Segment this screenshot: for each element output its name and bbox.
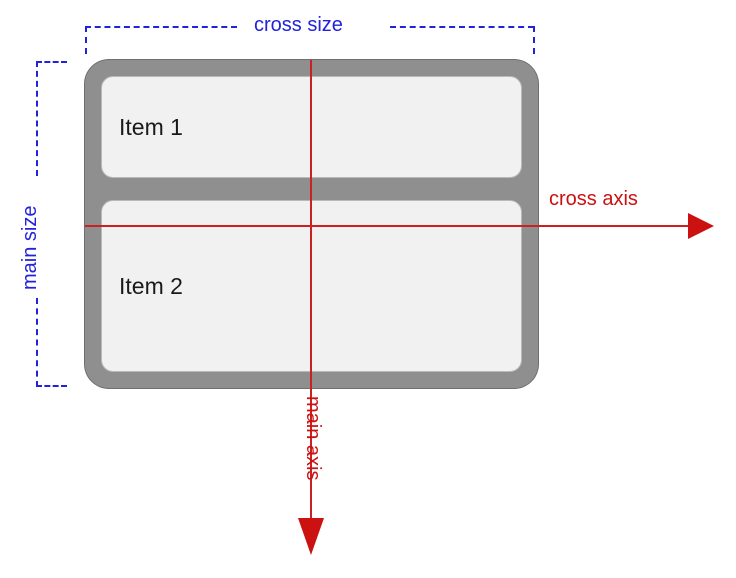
cross-size-bracket-right-tick [533, 26, 535, 54]
main-size-bracket-lower-segment [36, 298, 38, 387]
main-size-bracket-bottom-tick [36, 385, 67, 387]
cross-axis-line [85, 225, 691, 227]
cross-axis-arrow-icon [688, 213, 714, 239]
cross-size-bracket-left-tick [85, 26, 87, 54]
main-size-bracket-upper-segment [36, 61, 38, 176]
cross-size-bracket-right-segment [390, 26, 534, 28]
cross-size-label: cross size [254, 14, 343, 36]
main-size-bracket-top-tick [36, 61, 67, 63]
flex-item-1-label: Item 1 [119, 113, 183, 140]
main-axis-label: main axis [302, 396, 324, 481]
cross-size-bracket-left-segment [85, 26, 237, 28]
cross-axis-label: cross axis [549, 188, 638, 210]
main-axis-line [310, 60, 312, 520]
main-axis-arrow-icon [298, 518, 324, 555]
main-size-label: main size [19, 205, 41, 290]
flex-item-2-label: Item 2 [119, 272, 183, 299]
